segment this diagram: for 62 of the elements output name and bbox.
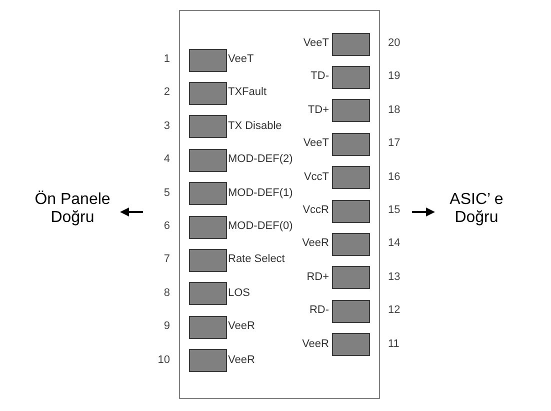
pin-name: TX Disable — [228, 120, 282, 133]
pin-name: VeeR — [228, 354, 255, 367]
pin-name: TD- — [310, 70, 329, 83]
pin-number: 11 — [388, 338, 400, 351]
pin-number: 12 — [388, 304, 400, 317]
pin-pad — [189, 349, 227, 372]
pin-number: 7 — [164, 253, 170, 266]
pin-pad — [189, 216, 227, 239]
pin-name: VeeT — [228, 53, 254, 66]
pin-name: VeeT — [303, 137, 329, 150]
pin-number: 20 — [388, 37, 400, 50]
pin-pad — [189, 82, 227, 105]
pin-number: 6 — [164, 220, 170, 233]
pin-pad — [332, 333, 370, 356]
pin-name: VeeR — [302, 338, 329, 351]
pin-pad — [332, 266, 370, 289]
pin-name: VccT — [304, 171, 329, 184]
pin-pad — [189, 149, 227, 172]
pin-name: MOD-DEF(0) — [228, 220, 293, 233]
pin-name: VeeR — [228, 320, 255, 333]
pin-name: LOS — [228, 287, 250, 300]
pin-pad — [332, 233, 370, 256]
direction-label: ASIC’ e Doğru — [449, 191, 504, 227]
pin-number: 16 — [388, 171, 400, 184]
pin-number: 13 — [388, 271, 400, 284]
pin-pad — [189, 49, 227, 72]
pin-number: 5 — [164, 187, 170, 200]
direction-label: Ön Panele Doğru — [34, 191, 111, 227]
pin-number: 1 — [164, 53, 170, 66]
pin-number: 3 — [164, 120, 170, 133]
pin-number: 17 — [388, 137, 400, 150]
pin-number: 2 — [164, 86, 170, 99]
pin-name: VccR — [302, 204, 329, 217]
pin-name: TD+ — [308, 104, 329, 117]
pin-name: RD- — [309, 304, 329, 317]
pin-pad — [189, 316, 227, 339]
pin-number: 19 — [388, 70, 400, 83]
pin-pad — [189, 249, 227, 272]
pin-name: MOD-DEF(2) — [228, 153, 293, 166]
pin-number: 18 — [388, 104, 400, 117]
pin-pad — [332, 33, 370, 56]
pin-number: 9 — [164, 320, 170, 333]
pin-pad — [332, 166, 370, 189]
pin-number: 10 — [158, 354, 170, 367]
pin-pad — [332, 99, 370, 122]
pin-number: 8 — [164, 287, 170, 300]
pin-pad — [332, 133, 370, 156]
pin-number: 4 — [164, 153, 170, 166]
pin-number: 15 — [388, 204, 400, 217]
pin-name: VeeT — [303, 37, 329, 50]
pin-pad — [332, 200, 370, 223]
pin-name: MOD-DEF(1) — [228, 187, 293, 200]
pin-name: TXFault — [228, 86, 267, 99]
pin-number: 14 — [388, 237, 400, 250]
pin-pad — [332, 66, 370, 89]
pin-name: RD+ — [306, 271, 329, 284]
pin-pad — [189, 282, 227, 305]
pin-pad — [332, 300, 370, 323]
pin-pad — [189, 182, 227, 205]
pin-name: Rate Select — [228, 253, 285, 266]
pin-pad — [189, 115, 227, 138]
pin-name: VeeR — [302, 237, 329, 250]
